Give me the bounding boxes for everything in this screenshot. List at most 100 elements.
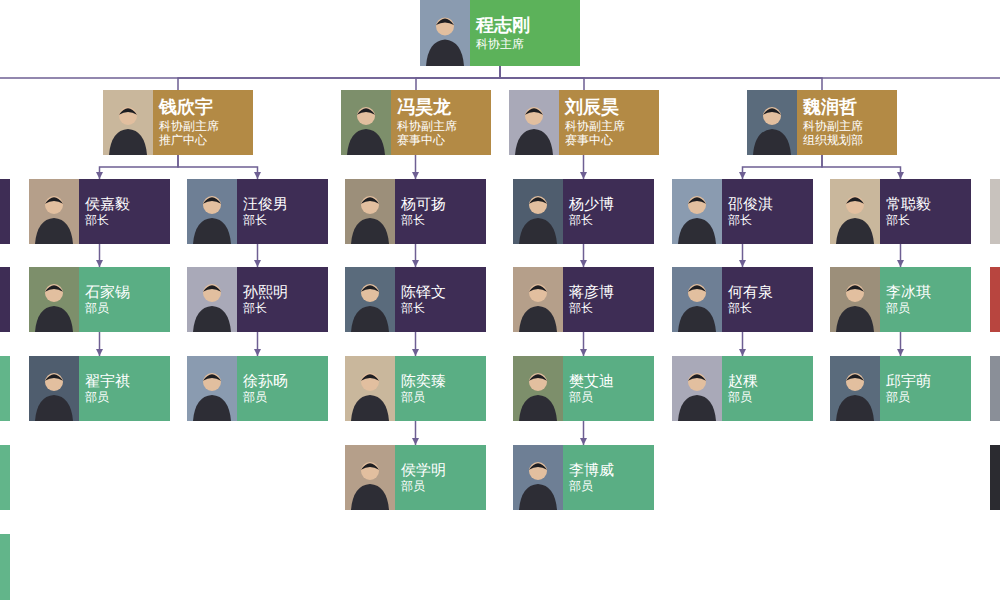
minister-box: 杨少博部长 bbox=[513, 179, 654, 244]
person-name: 杨可扬 bbox=[401, 195, 446, 213]
portrait-photo bbox=[187, 356, 237, 421]
minister-box: 邵俊淇部长 bbox=[672, 179, 813, 244]
photo-background bbox=[187, 267, 237, 332]
connector bbox=[500, 66, 822, 90]
minister-box: 何有泉部长 bbox=[672, 267, 813, 332]
minister-box: 蒋彦博部长 bbox=[513, 267, 654, 332]
photo-hair bbox=[361, 374, 379, 381]
connector bbox=[100, 155, 179, 179]
cut-off-photo bbox=[990, 445, 1000, 510]
photo-hair bbox=[203, 374, 221, 381]
cut-off-box bbox=[0, 267, 10, 332]
chair-box: 程志刚科协主席 bbox=[420, 0, 580, 66]
role-title: 部员 bbox=[569, 390, 614, 404]
photo-background bbox=[672, 179, 722, 244]
text-block: 徐荪旸部员 bbox=[243, 356, 288, 421]
photo-head bbox=[45, 284, 63, 302]
connector bbox=[257, 332, 259, 356]
role-title: 部员 bbox=[728, 390, 758, 404]
photo-background bbox=[103, 90, 153, 155]
photo-body bbox=[519, 306, 557, 332]
portrait-photo bbox=[672, 356, 722, 421]
connector bbox=[742, 244, 744, 267]
photo-hair bbox=[361, 197, 379, 204]
photo-head bbox=[203, 284, 221, 302]
member-box: 赵稞部员 bbox=[672, 356, 813, 421]
photo-background bbox=[345, 179, 395, 244]
photo-body bbox=[836, 306, 874, 332]
role-title: 科协副主席 bbox=[397, 119, 457, 133]
portrait-photo bbox=[103, 90, 153, 155]
photo-background bbox=[345, 267, 395, 332]
text-block: 邱宇萌部员 bbox=[886, 356, 931, 421]
connector bbox=[583, 421, 585, 445]
text-block: 程志刚科协主席 bbox=[476, 0, 530, 66]
text-block: 石家锡部员 bbox=[85, 267, 130, 332]
portrait-photo bbox=[345, 179, 395, 244]
photo-background bbox=[672, 356, 722, 421]
person-name: 石家锡 bbox=[85, 283, 130, 301]
role-title: 部长 bbox=[85, 213, 130, 227]
connector bbox=[583, 332, 585, 356]
text-block: 李博威部员 bbox=[569, 445, 614, 510]
connector bbox=[415, 155, 417, 179]
connector bbox=[415, 332, 417, 356]
photo-body bbox=[347, 129, 385, 155]
member-box: 徐荪旸部员 bbox=[187, 356, 328, 421]
photo-head bbox=[357, 107, 375, 125]
text-block: 李冰琪部员 bbox=[886, 267, 931, 332]
text-block: 刘辰昊科协副主席赛事中心 bbox=[565, 90, 625, 155]
role-title: 部员 bbox=[886, 301, 931, 315]
connector bbox=[99, 244, 101, 267]
portrait-photo bbox=[672, 267, 722, 332]
text-block: 魏润哲科协副主席组织规划部 bbox=[803, 90, 863, 155]
photo-background bbox=[29, 267, 79, 332]
photo-background bbox=[830, 267, 880, 332]
photo-background bbox=[513, 179, 563, 244]
photo-body bbox=[678, 395, 716, 421]
photo-hair bbox=[361, 463, 379, 470]
role-title: 科协副主席 bbox=[803, 119, 863, 133]
connector bbox=[742, 332, 744, 356]
photo-body bbox=[193, 306, 231, 332]
photo-head bbox=[525, 107, 543, 125]
text-block: 赵稞部员 bbox=[728, 356, 758, 421]
photo-hair bbox=[45, 285, 63, 292]
member-box: 樊艾迪部员 bbox=[513, 356, 654, 421]
photo-head bbox=[846, 284, 864, 302]
member-box: 陈奕臻部员 bbox=[345, 356, 486, 421]
connector bbox=[416, 66, 500, 90]
person-name: 翟宇祺 bbox=[85, 372, 130, 390]
member-box: 李博威部员 bbox=[513, 445, 654, 510]
person-name: 赵稞 bbox=[728, 372, 758, 390]
photo-head bbox=[846, 373, 864, 391]
photo-body bbox=[515, 129, 553, 155]
minister-box: 汪俊男部长 bbox=[187, 179, 328, 244]
text-block: 常聪毅部长 bbox=[886, 179, 931, 244]
person-name: 徐荪旸 bbox=[243, 372, 288, 390]
photo-hair bbox=[688, 197, 706, 204]
portrait-photo bbox=[513, 356, 563, 421]
role-title: 部员 bbox=[401, 479, 446, 493]
photo-body bbox=[836, 218, 874, 244]
portrait-photo bbox=[29, 267, 79, 332]
text-block: 樊艾迪部员 bbox=[569, 356, 614, 421]
connector bbox=[178, 155, 258, 179]
text-block: 钱欣宇科协副主席推广中心 bbox=[159, 90, 219, 155]
cut-off-box bbox=[0, 179, 10, 244]
photo-head bbox=[529, 462, 547, 480]
text-block: 冯昊龙科协副主席赛事中心 bbox=[397, 90, 457, 155]
person-name: 蒋彦博 bbox=[569, 283, 614, 301]
connector bbox=[415, 244, 417, 267]
photo-head bbox=[361, 284, 379, 302]
person-name: 钱欣宇 bbox=[159, 97, 219, 119]
person-name: 杨少博 bbox=[569, 195, 614, 213]
role-title: 部员 bbox=[401, 390, 446, 404]
person-name: 侯嘉毅 bbox=[85, 195, 130, 213]
photo-head bbox=[203, 373, 221, 391]
text-block: 杨少博部长 bbox=[569, 179, 614, 244]
photo-body bbox=[519, 218, 557, 244]
photo-background bbox=[830, 179, 880, 244]
person-name: 邱宇萌 bbox=[886, 372, 931, 390]
